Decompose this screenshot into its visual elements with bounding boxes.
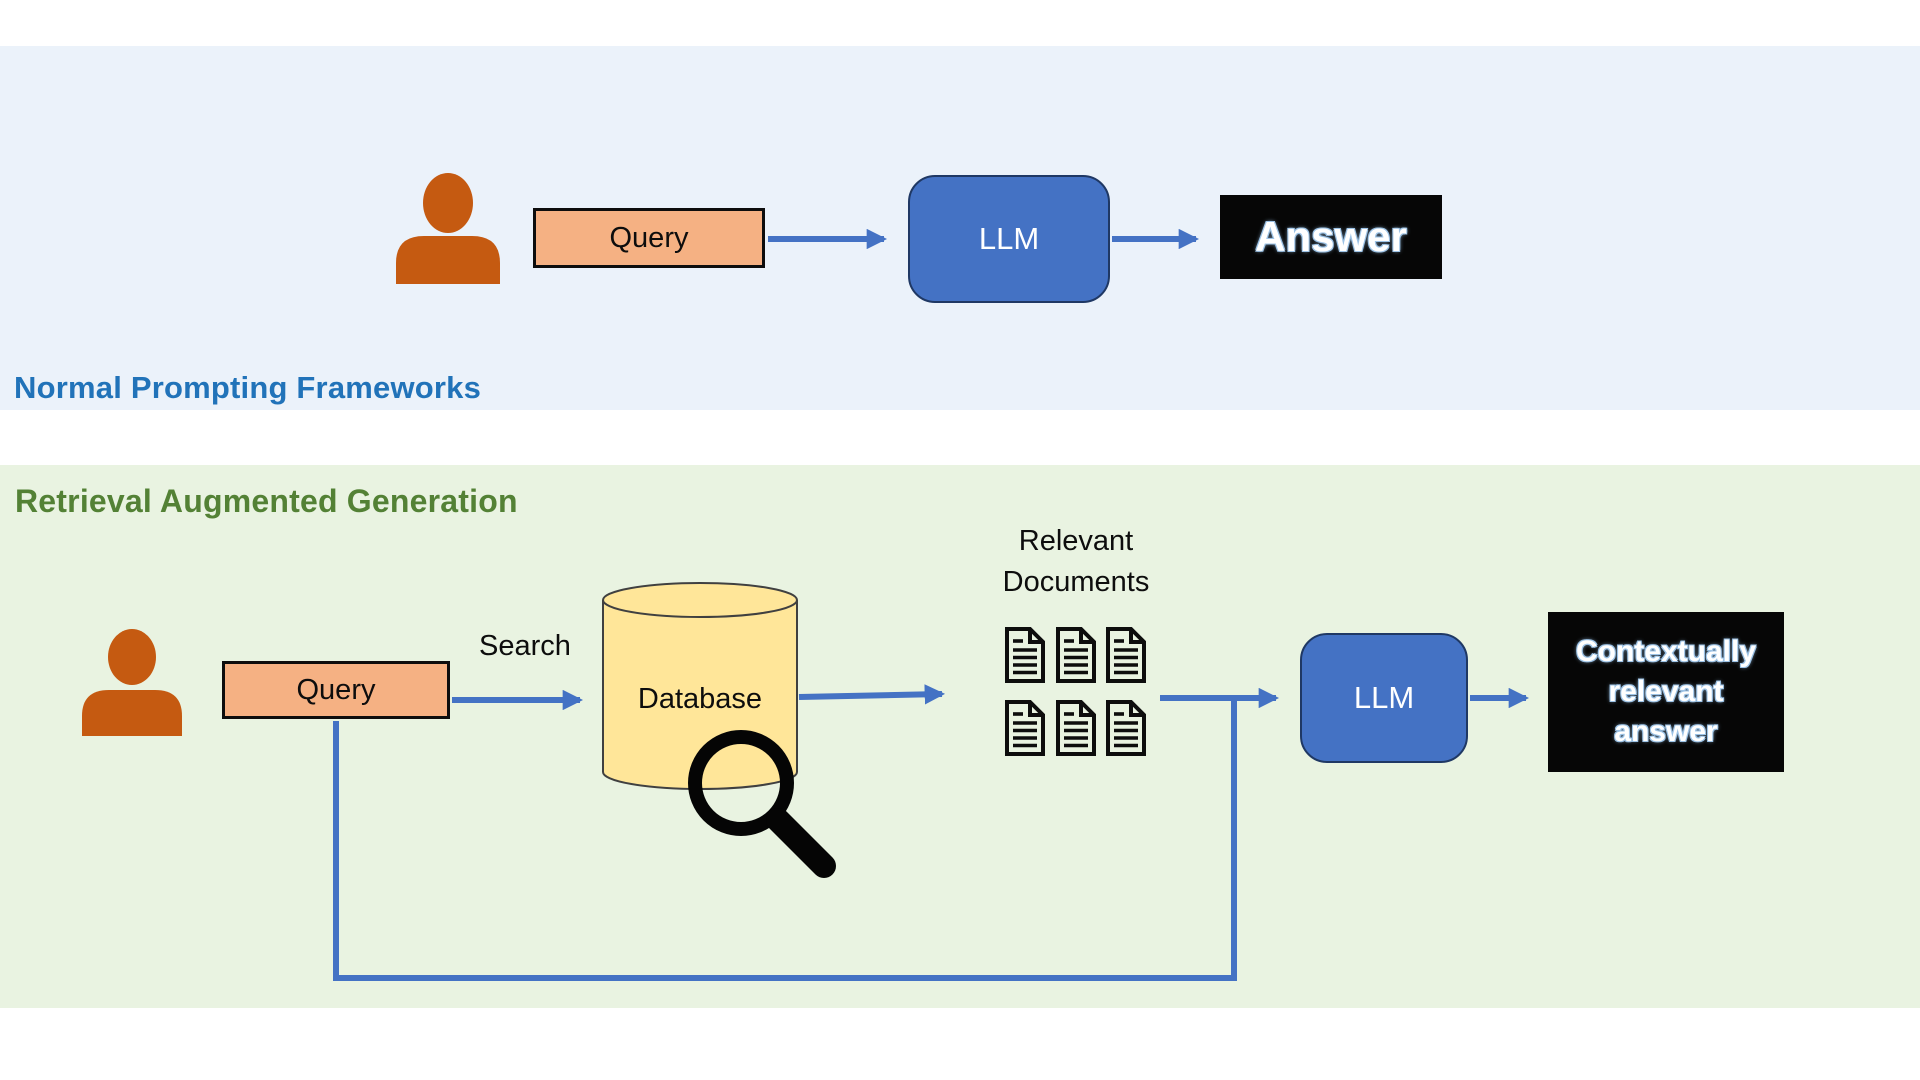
search-label: Search (479, 630, 571, 662)
database-label: Database (637, 683, 763, 715)
user-icon (82, 629, 182, 736)
normal-answer-box: Answer (1220, 195, 1442, 279)
document-icon (1056, 700, 1096, 756)
rag-answer-box: Contextually relevant answer (1548, 612, 1784, 772)
document-icon (1005, 627, 1045, 683)
query-feedback-connector (333, 701, 1237, 981)
document-icon (1106, 700, 1146, 756)
document-icon (1056, 627, 1096, 683)
document-icon (1106, 627, 1146, 683)
user-icon (396, 173, 500, 284)
arrow-icon (798, 684, 946, 705)
normal-section-heading: Normal Prompting Frameworks (14, 370, 482, 405)
rag-section-heading: Retrieval Augmented Generation (15, 483, 518, 519)
normal-llm-box: LLM (908, 175, 1110, 303)
rag-query-box: Query (222, 661, 450, 719)
relevant-documents-label: Relevant Documents (1002, 525, 1150, 598)
rag-llm-box: LLM (1300, 633, 1468, 763)
normal-query-box: Query (533, 208, 765, 268)
magnifier-icon (688, 730, 836, 878)
document-icon (1005, 700, 1045, 756)
